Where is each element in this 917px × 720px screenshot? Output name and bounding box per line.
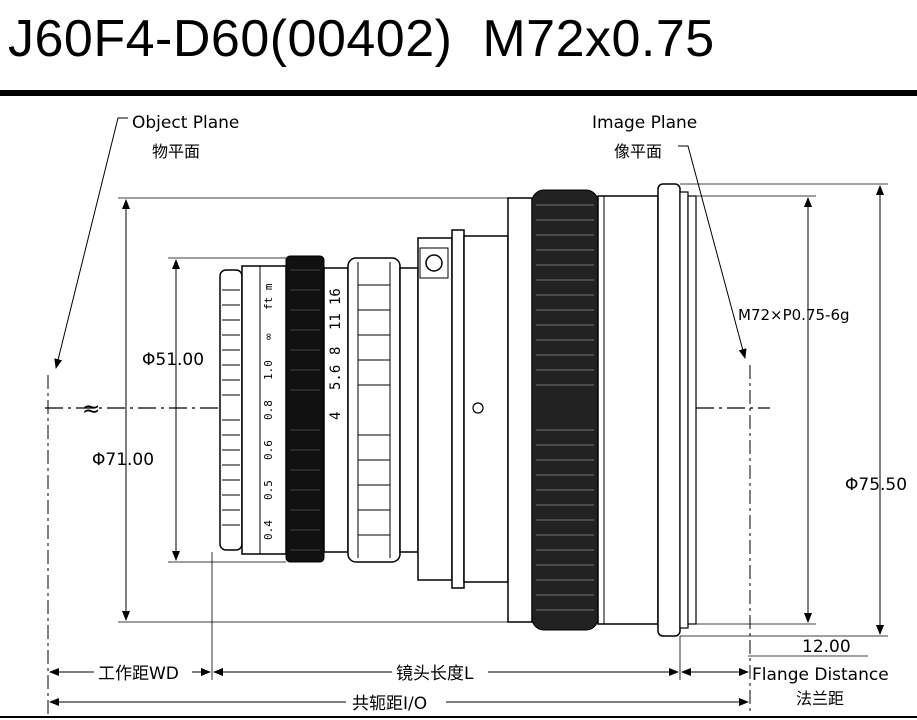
svg-text:4: 4: [328, 412, 344, 420]
front-ring: [219, 269, 243, 551]
aperture-scale-text: 4 5.6 8 11 16: [328, 288, 344, 420]
center-mark: [472, 402, 484, 414]
lock-screw: [425, 254, 443, 272]
object-plane-label-en: Object Plane: [132, 113, 239, 133]
image-plane-leader: [678, 145, 747, 359]
knurled-ring-texture: [536, 204, 594, 611]
dim-wd-label: 工作距WD: [98, 664, 179, 684]
knurled-ring: [531, 189, 599, 631]
dim-flange-value: 12.00: [802, 637, 851, 657]
svg-text:0.6: 0.6: [262, 440, 275, 460]
svg-text:∞: ∞: [262, 333, 275, 340]
rear-barrel: [597, 195, 659, 625]
object-plane-leader: [54, 117, 128, 369]
page-title: J60F4-D60(00402) M72x0.75: [8, 10, 715, 68]
dim-71-label: Φ71.00: [92, 450, 154, 470]
object-plane-label-cn: 物平面: [152, 142, 200, 161]
dim-io-label: 共轭距I/O: [352, 694, 427, 714]
front-ring-knurl: [222, 289, 240, 526]
dim-75-label: Φ75.50: [845, 475, 907, 495]
focus-ring: [285, 255, 325, 563]
mount-flange: [451, 229, 465, 589]
image-plane-label-cn: 像平面: [614, 142, 662, 161]
dim-l-label-bg: [392, 660, 488, 682]
mount-collar: [463, 235, 509, 583]
thread-mount: [679, 191, 689, 629]
dim-wd-label-bg: [94, 660, 192, 682]
svg-text:8: 8: [328, 347, 344, 355]
mount-housing: [417, 237, 453, 581]
aperture-ring: [347, 257, 401, 563]
svg-text:0.4: 0.4: [262, 520, 275, 540]
aperture-barrel: [323, 267, 349, 553]
svg-text:5.6: 5.6: [328, 365, 344, 390]
dim-flange-label-cn: 法兰距: [796, 689, 844, 708]
svg-text:16: 16: [328, 288, 344, 305]
thread-spec-label: M72×P0.75-6g: [738, 306, 850, 324]
svg-text:ft m: ft m: [262, 283, 275, 310]
svg-text:11: 11: [328, 313, 344, 330]
dim-l-label: 镜头长度L: [396, 664, 474, 684]
focus-ring-texture: [290, 269, 320, 551]
lock-screw-block: [419, 247, 449, 279]
dim-io-label-bg: [346, 690, 446, 712]
svg-text:0.5: 0.5: [262, 480, 275, 500]
image-plane-label-en: Image Plane: [592, 113, 697, 133]
svg-text:0.8: 0.8: [262, 400, 275, 420]
main-body: [507, 197, 533, 623]
rear-body: [399, 267, 419, 553]
focus-scale-text: 0.4 0.5 0.6 0.8 1.0 ∞ ft m: [262, 283, 275, 540]
dim-51-label: Φ51.00: [142, 350, 204, 370]
thread-end: [687, 195, 697, 625]
break-symbol: ≈: [82, 397, 100, 422]
dim-flange-label-en: Flange Distance: [752, 665, 889, 685]
thread-flange: [657, 183, 681, 637]
title-underline: [0, 90, 917, 96]
svg-text:1.0: 1.0: [262, 360, 275, 380]
aperture-ring-ribs: [357, 262, 391, 558]
